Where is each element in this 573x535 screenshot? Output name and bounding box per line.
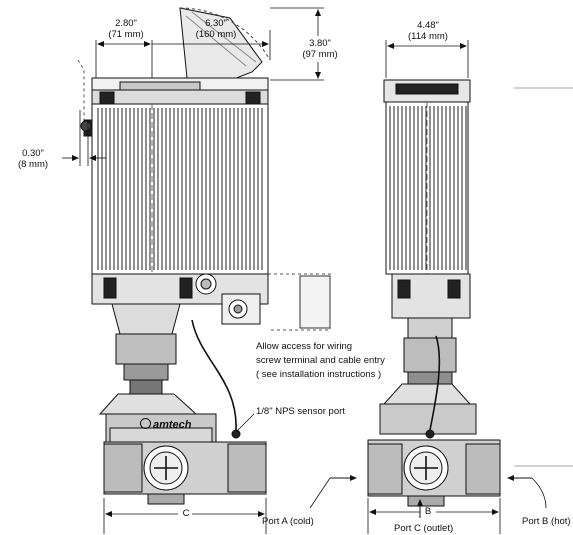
dim-value-in: 4.48"	[417, 20, 439, 31]
dim-cover-swing: 6.30" (160 mm)	[186, 18, 246, 40]
access-note-line: ( see installation instructions )	[256, 369, 382, 380]
side-view	[367, 79, 501, 507]
access-note-line: Allow access for wiring	[256, 341, 353, 352]
actuator-body	[91, 103, 269, 275]
dim-value-mm: (97 mm)	[302, 49, 338, 60]
brand-logo-text: amtech	[153, 419, 192, 431]
dim-knob-offset: 0.30" (8 mm)	[10, 148, 56, 170]
dim-value-in: 2.80"	[115, 18, 137, 29]
dim-side-width: 4.48" (114 mm)	[398, 20, 458, 42]
dim-cover-height: 3.80" (97 mm)	[300, 38, 340, 60]
dim-value-mm: (71 mm)	[108, 29, 144, 40]
dimension-lines	[62, 7, 573, 534]
dim-c-label: C	[182, 508, 190, 519]
dim-value-mm: (8 mm)	[17, 159, 49, 170]
body-fins	[97, 108, 263, 270]
access-note: Allow access for wiring screw terminal a…	[256, 340, 385, 382]
front-view	[77, 7, 331, 505]
dim-value-mm: (114 mm)	[408, 31, 448, 42]
dim-value-mm: (160 mm)	[195, 29, 237, 40]
port-b-label: Port B (hot)	[522, 516, 571, 527]
dim-value-in: 0.30"	[22, 148, 44, 159]
port-a-label: Port A (cold)	[262, 516, 314, 527]
brand-logo: amtech	[140, 418, 192, 431]
port-c-label: Port C (outlet)	[394, 523, 454, 534]
dim-value-in: 3.80"	[309, 38, 331, 49]
access-note-line: screw terminal and cable entry	[256, 355, 385, 366]
dim-b-label: B	[424, 506, 432, 517]
dim-value-in: 6.30"	[205, 18, 227, 29]
brand-logo-icon	[140, 418, 151, 429]
dim-front-width: 2.80" (71 mm)	[98, 18, 154, 40]
sensor-port-label: 1/8" NPS sensor port	[256, 406, 345, 417]
